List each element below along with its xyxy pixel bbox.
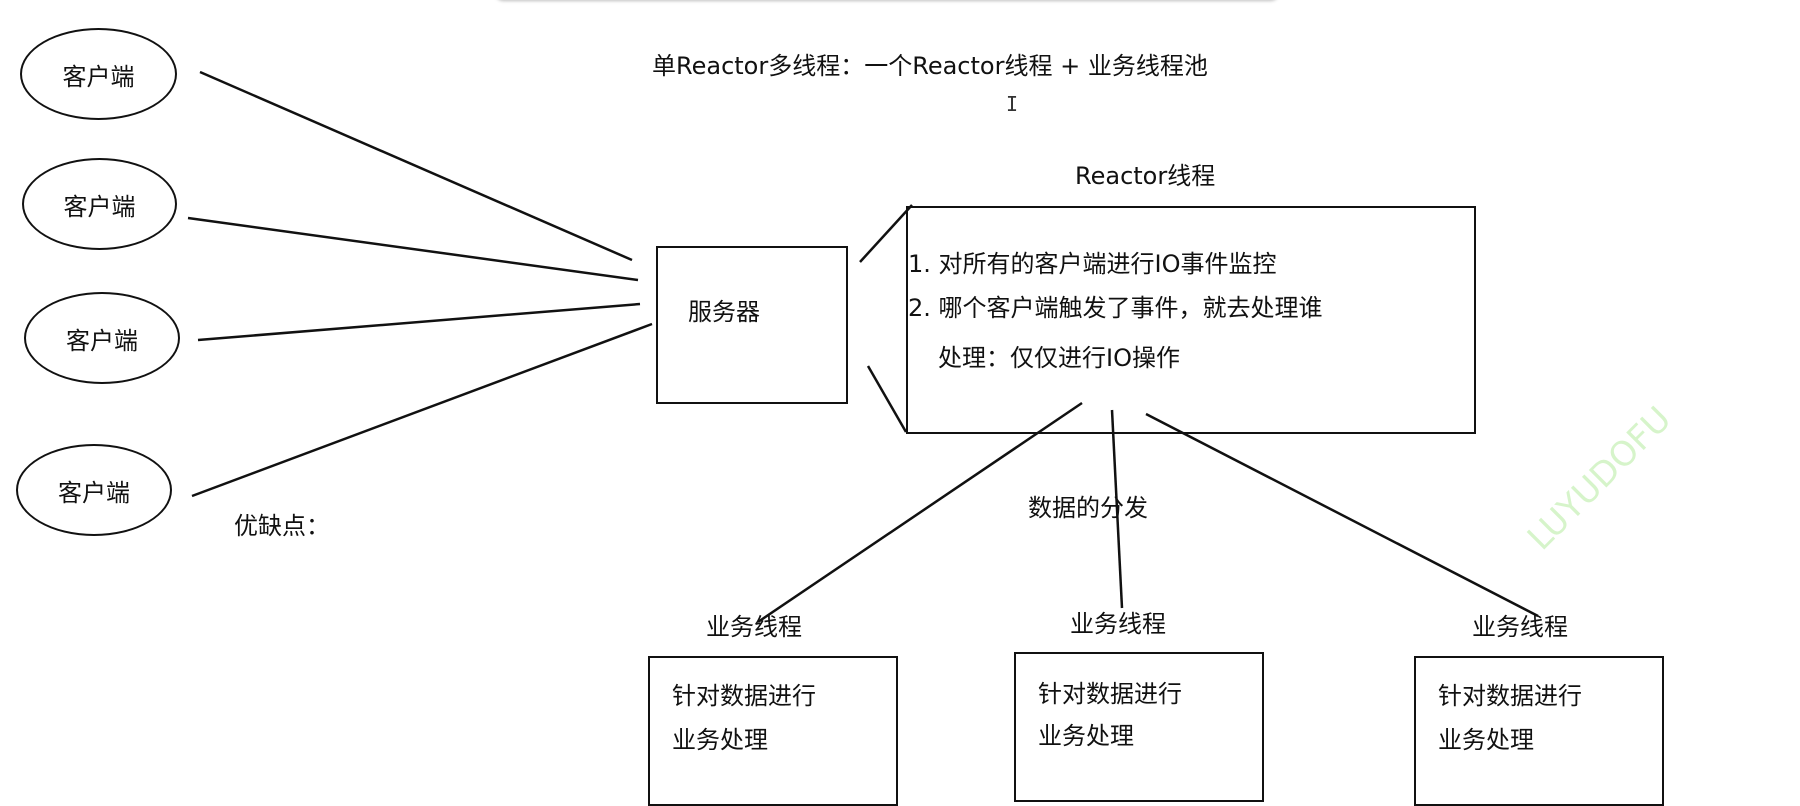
wire-reactor-worker-3 <box>1145 412 1539 618</box>
wire-client-1-server <box>199 70 633 262</box>
wire-client-4-server <box>191 322 653 498</box>
worker-line-1: 针对数据进行 <box>672 682 816 710</box>
client-3: 客户端 <box>24 292 180 384</box>
wire-server-reactor-top <box>859 204 913 263</box>
diagram-title: 单Reactor多线程：一个Reactor线程 + 业务线程池 <box>652 52 1208 80</box>
dispatch-label: 数据的分发 <box>1028 494 1148 522</box>
pros-cons-label: 优缺点： <box>234 512 330 540</box>
reactor-item-2: 2. 哪个客户端触发了事件，就去处理谁 <box>908 294 1323 322</box>
client-label: 客户端 <box>62 62 135 91</box>
reactor-heading: Reactor线程 <box>1075 162 1216 190</box>
client-label: 客户端 <box>58 478 130 507</box>
worker-line-1: 针对数据进行 <box>1038 680 1182 708</box>
wire-server-reactor-bottom <box>866 365 908 433</box>
wire-reactor-worker-2 <box>1110 409 1124 609</box>
worker-line-2: 业务处理 <box>1438 726 1534 754</box>
worker-heading-1: 业务线程 <box>706 613 802 641</box>
client-4: 客户端 <box>16 444 172 536</box>
text-cursor-icon: I <box>1006 92 1019 116</box>
reactor-box: 1. 对所有的客户端进行IO事件监控 2. 哪个客户端触发了事件，就去处理谁 处… <box>906 206 1476 434</box>
wire-client-2-server <box>187 216 639 282</box>
reactor-item-3: 处理：仅仅进行IO操作 <box>938 344 1180 372</box>
reactor-item-1: 1. 对所有的客户端进行IO事件监控 <box>908 250 1277 278</box>
client-label: 客户端 <box>66 326 138 355</box>
worker-box-2: 针对数据进行 业务处理 <box>1014 652 1264 802</box>
client-1: 客户端 <box>20 28 177 120</box>
client-label: 客户端 <box>63 192 136 221</box>
worker-box-3: 针对数据进行 业务处理 <box>1414 656 1664 806</box>
server-label: 服务器 <box>688 298 760 326</box>
wire-client-3-server <box>197 302 641 342</box>
worker-line-1: 针对数据进行 <box>1438 682 1582 710</box>
server-box: 服务器 <box>656 246 848 404</box>
worker-line-2: 业务处理 <box>1038 722 1134 750</box>
client-2: 客户端 <box>22 158 177 250</box>
connection-lines <box>187 70 1539 624</box>
wire-reactor-worker-1 <box>757 401 1083 624</box>
worker-box-1: 针对数据进行 业务处理 <box>648 656 898 806</box>
worker-line-2: 业务处理 <box>672 726 768 754</box>
worker-heading-2: 业务线程 <box>1070 610 1166 638</box>
worker-heading-3: 业务线程 <box>1472 613 1568 641</box>
